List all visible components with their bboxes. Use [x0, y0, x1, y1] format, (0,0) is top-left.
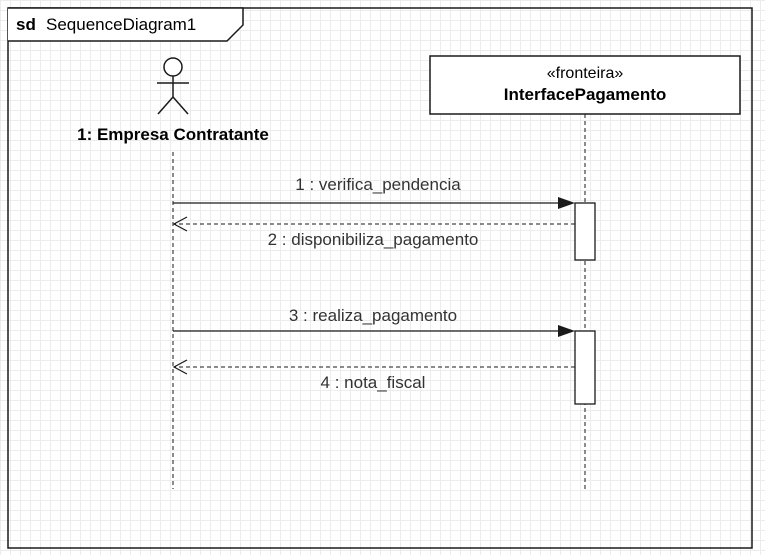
activation-bar-2 — [574, 330, 596, 405]
message-2-label: 2 : disponibiliza_pagamento — [268, 230, 479, 249]
actor-icon — [157, 57, 189, 115]
message-4-label: 4 : nota_fiscal — [321, 373, 426, 392]
message-3-arrowhead — [558, 325, 575, 337]
message-1-arrowhead — [558, 197, 575, 209]
frame-keyword: sd — [16, 15, 36, 34]
boundary-stereotype: «fronteira» — [547, 65, 624, 82]
boundary-name: InterfacePagamento — [504, 85, 667, 104]
message-1-label: 1 : verifica_pendencia — [295, 175, 461, 194]
message-2-arrowhead — [172, 216, 188, 232]
frame-title: SequenceDiagram1 — [46, 15, 196, 34]
message-3-label: 3 : realiza_pagamento — [289, 306, 457, 325]
frame-tab — [8, 7, 244, 42]
diagram-frame — [7, 7, 753, 549]
activation-bar-1 — [574, 202, 596, 261]
actor-name: 1: Empresa Contratante — [77, 125, 269, 144]
message-4-arrowhead — [172, 359, 188, 375]
